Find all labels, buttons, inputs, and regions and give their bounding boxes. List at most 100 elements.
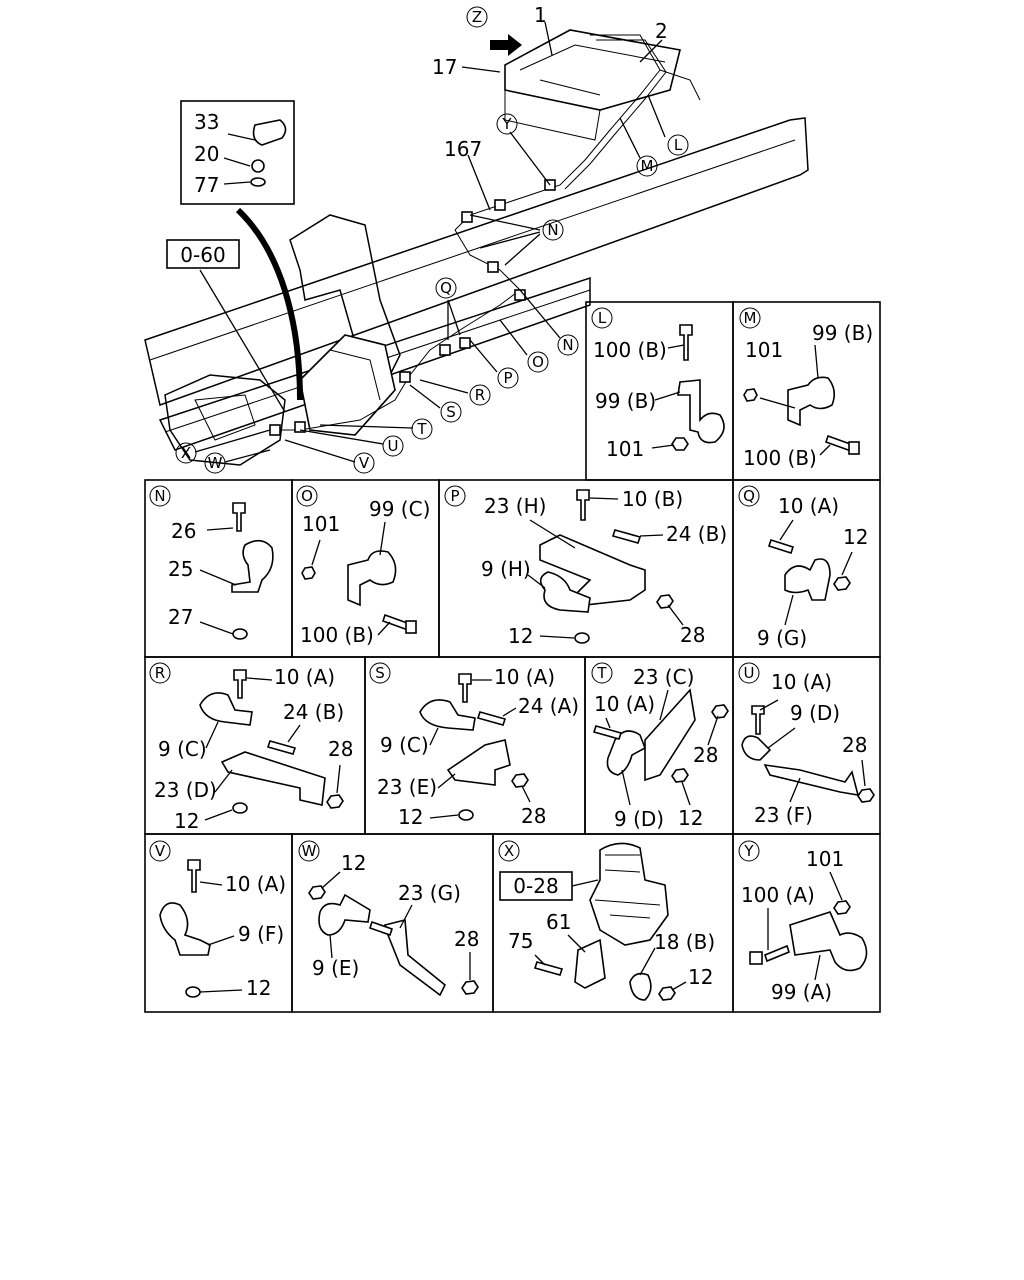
- svg-text:0-28: 0-28: [513, 874, 558, 898]
- transmission: [299, 334, 396, 436]
- marker-M: M: [636, 155, 658, 177]
- washer-part: [250, 177, 266, 187]
- marker-V: V: [353, 452, 375, 474]
- svg-text:10 (A): 10 (A): [594, 692, 655, 716]
- svg-text:25: 25: [168, 557, 193, 581]
- svg-text:23 (D): 23 (D): [154, 778, 217, 802]
- inset-box: 33 20 77: [180, 100, 295, 205]
- nut-part-2: [671, 768, 689, 783]
- panel-M: M 101 99 (B) 100 (B): [739, 307, 873, 470]
- svg-text:9 (E): 9 (E): [312, 956, 359, 980]
- svg-text:M: M: [744, 309, 757, 327]
- svg-text:P: P: [450, 487, 459, 505]
- svg-text:61: 61: [546, 910, 571, 934]
- svg-text:27: 27: [168, 605, 193, 629]
- panel-X: X 0-28 61 75 18 (B) 12: [498, 840, 715, 1001]
- panel-grid: [144, 301, 881, 1013]
- svg-text:10 (A): 10 (A): [494, 665, 555, 689]
- svg-text:100 (A): 100 (A): [741, 883, 815, 907]
- svg-text:12: 12: [398, 805, 423, 829]
- nut-part: [656, 594, 674, 609]
- nut-part: [857, 788, 875, 803]
- marker-N-2: N: [557, 334, 579, 356]
- clip-part: [199, 692, 253, 726]
- svg-text:Q: Q: [743, 487, 755, 505]
- overview-letter-markers: Z Y L M N N Q O P R S T U V W X: [175, 6, 689, 474]
- marker-L: L: [667, 134, 689, 156]
- clip-part: [606, 730, 646, 776]
- nut-part: [232, 628, 248, 640]
- svg-text:N: N: [154, 487, 165, 505]
- callout-1: 1: [534, 3, 547, 27]
- frame-rail-front: [144, 117, 809, 406]
- svg-text:23 (F): 23 (F): [754, 803, 813, 827]
- marker-T: T: [411, 418, 433, 440]
- nut-part: [671, 437, 689, 451]
- bolt-part: [679, 324, 693, 361]
- marker-N-1: N: [542, 219, 564, 241]
- nut-part: [658, 986, 676, 1001]
- svg-text:9 (G): 9 (G): [757, 626, 807, 650]
- svg-text:28: 28: [693, 743, 718, 767]
- bracket-part: [383, 918, 447, 997]
- inset-label-77: 77: [194, 173, 219, 197]
- bolt-part: [232, 502, 246, 532]
- bolt-part: [751, 705, 765, 735]
- svg-text:R: R: [475, 386, 485, 404]
- chassis-overview: [144, 21, 809, 466]
- nut-part: [232, 802, 248, 814]
- svg-text:18 (B): 18 (B): [654, 930, 715, 954]
- svg-text:O: O: [532, 353, 544, 371]
- svg-text:10 (A): 10 (A): [225, 872, 286, 896]
- bolt-part: [368, 920, 394, 937]
- svg-text:9 (C): 9 (C): [380, 733, 429, 757]
- svg-text:0-60: 0-60: [180, 243, 225, 267]
- svg-text:M: M: [641, 157, 654, 175]
- nut-part: [308, 885, 326, 900]
- svg-text:9 (H): 9 (H): [481, 557, 531, 581]
- svg-text:X: X: [504, 842, 514, 860]
- clip-part: [231, 539, 274, 593]
- bolt-part-2: [476, 711, 507, 726]
- svg-text:N: N: [547, 221, 558, 239]
- nut-part-2: [326, 794, 344, 809]
- overview-labels: 1 2 17 167: [432, 3, 668, 161]
- svg-text:100 (B): 100 (B): [300, 623, 374, 647]
- bolt-part: [592, 725, 623, 740]
- svg-text:101: 101: [606, 437, 644, 461]
- svg-text:V: V: [155, 842, 166, 860]
- svg-text:T: T: [596, 664, 607, 682]
- bracket-part: [763, 763, 860, 796]
- nut-part-2: [511, 773, 529, 788]
- svg-text:X: X: [181, 444, 191, 462]
- nut-part: [251, 159, 265, 173]
- clip-part: [629, 972, 652, 1001]
- svg-text:12: 12: [688, 965, 713, 989]
- inset-label-20: 20: [194, 142, 219, 166]
- svg-text:12: 12: [508, 624, 533, 648]
- panel-Y: Y 101 100 (A) 99 (A): [738, 840, 868, 1004]
- bolt-part: [767, 538, 795, 555]
- panel-W: W 12 23 (G) 28 9 (E): [298, 840, 479, 997]
- panel-L: L 100 (B) 99 (B) 101: [591, 307, 725, 461]
- bolt-part: [533, 961, 564, 976]
- cap-part: [252, 119, 287, 146]
- svg-text:Q: Q: [440, 279, 452, 297]
- svg-text:12: 12: [341, 851, 366, 875]
- svg-text:23 (H): 23 (H): [484, 494, 546, 518]
- svg-text:28: 28: [842, 733, 867, 757]
- svg-text:10 (A): 10 (A): [778, 494, 839, 518]
- clip-part: [789, 911, 868, 972]
- svg-text:U: U: [388, 437, 399, 455]
- svg-text:W: W: [302, 842, 317, 860]
- panel-S: S 10 (A) 24 (A) 9 (C) 23 (E) 28 12: [369, 662, 579, 829]
- svg-text:9 (D): 9 (D): [790, 701, 840, 725]
- svg-text:9 (D): 9 (D): [614, 807, 664, 831]
- clip-part: [419, 699, 476, 731]
- svg-text:Z: Z: [472, 8, 482, 26]
- svg-text:100 (B): 100 (B): [743, 446, 817, 470]
- panel-T: T 23 (C) 10 (A) 28 9 (D) 12: [591, 662, 729, 831]
- svg-text:101: 101: [806, 847, 844, 871]
- view-arrow: [490, 34, 522, 56]
- svg-text:P: P: [503, 369, 512, 387]
